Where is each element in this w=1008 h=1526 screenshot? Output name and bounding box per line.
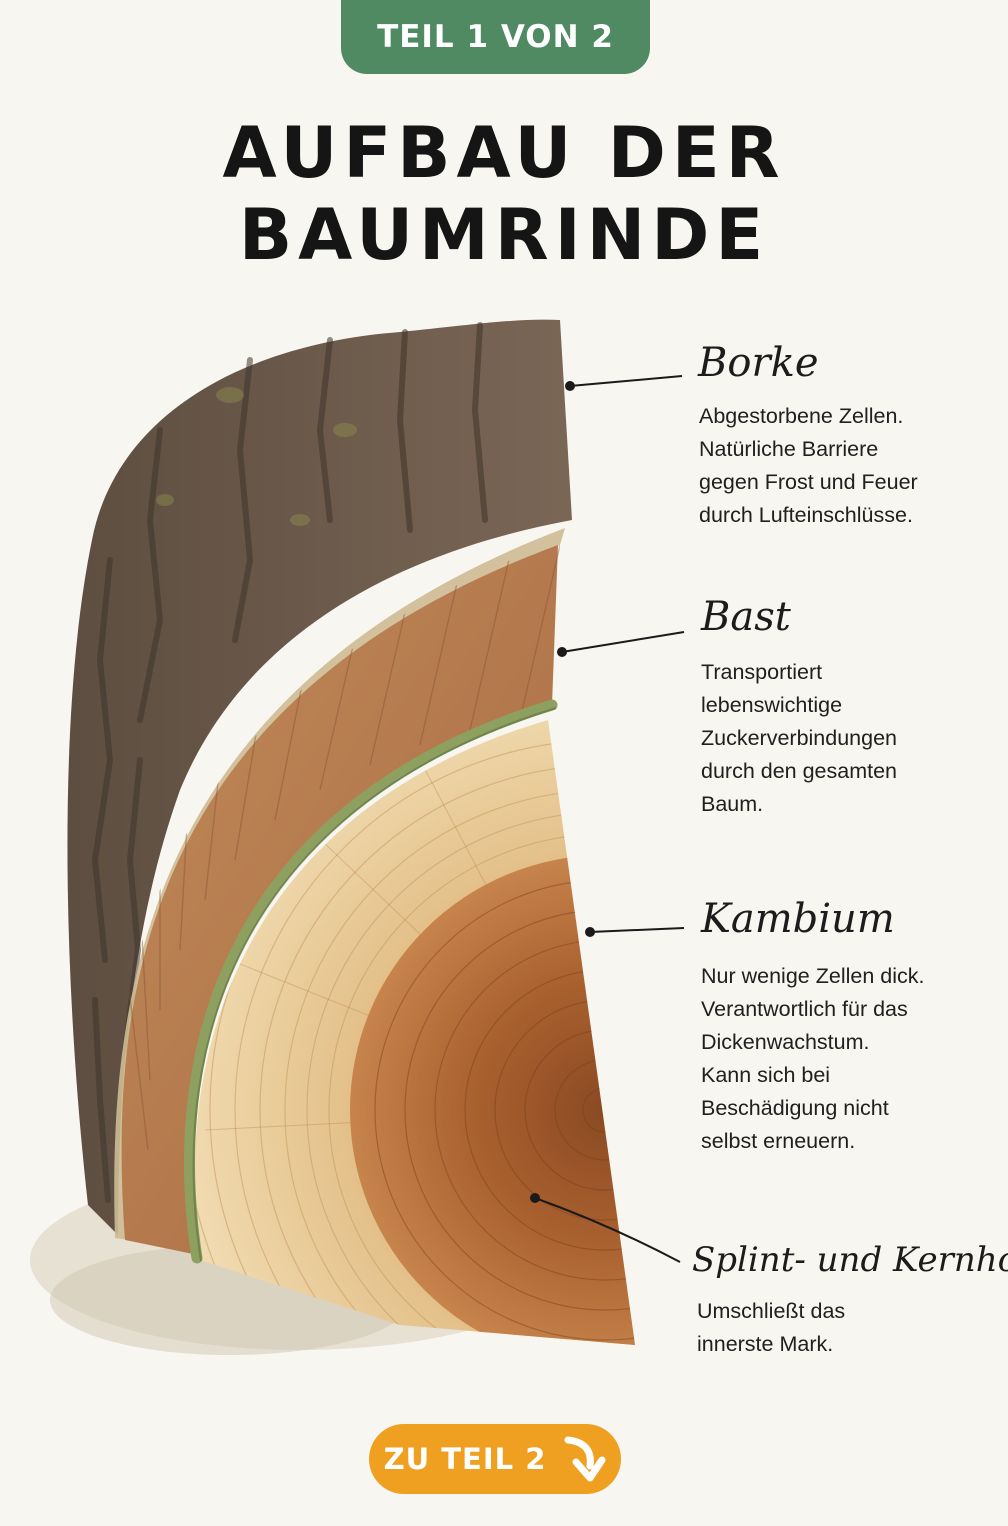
desc-bast-line: Transportiert (701, 660, 823, 684)
desc-bast-line: Baum. (701, 792, 764, 816)
desc-kambium-line: Dickenwachstum. (701, 1030, 870, 1054)
desc-bast-line: Zuckerverbindungen (701, 726, 898, 750)
desc-splint-kernholz-line: Umschließt das (697, 1299, 846, 1323)
cambium-layer (184, 699, 558, 1264)
label-borke: Borke (698, 340, 819, 386)
desc-kambium-line: Beschädigung nicht (701, 1096, 889, 1120)
desc-splint-kernholz: Umschließt das innerste Mark. (697, 1295, 845, 1361)
next-part-label: ZU TEIL 2 (383, 1442, 547, 1476)
desc-bast-line: durch den gesamten (701, 759, 898, 783)
desc-borke: Abgestorbene Zellen. Natürliche Barriere… (699, 400, 918, 532)
label-splint-kernholz: Splint- und Kernholz (692, 1240, 1008, 1280)
bark-moss (156, 387, 357, 526)
desc-borke-line: Natürliche Barriere (699, 437, 879, 461)
page-title: AUFBAU DER BAUMRINDE (0, 112, 1008, 276)
label-bast: Bast (701, 594, 791, 640)
bast-layer (121, 545, 558, 1255)
desc-borke-line: Abgestorbene Zellen. (699, 404, 904, 428)
desc-borke-line: gegen Frost und Feuer (699, 470, 918, 494)
desc-kambium-line: Kann sich bei (701, 1063, 831, 1087)
title-line-1: AUFBAU DER (222, 112, 786, 194)
desc-bast-line: lebenswichtige (701, 693, 843, 717)
part-badge: TEIL 1 VON 2 (341, 0, 650, 74)
label-kambium: Kambium (701, 896, 895, 942)
desc-kambium-line: Nur wenige Zellen dick. (701, 964, 925, 988)
next-part-button[interactable]: ZU TEIL 2 (369, 1424, 621, 1494)
bark-texture (91, 322, 488, 1203)
title-line-2: BAUMRINDE (238, 194, 770, 276)
desc-borke-line: durch Lufteinschlüsse. (699, 503, 913, 527)
desc-bast: Transportiert lebenswichtige Zuckerverbi… (701, 656, 897, 821)
leader-lines (534, 375, 685, 1263)
desc-kambium-line: Verantwortlich für das (701, 997, 908, 1021)
desc-kambium: Nur wenige Zellen dick. Verantwortlich f… (701, 960, 924, 1158)
arrow-down-right-icon (564, 1436, 606, 1482)
desc-kambium-line: selbst erneuern. (701, 1129, 856, 1153)
bark-layer (67, 319, 572, 1235)
desc-splint-kernholz-line: innerste Mark. (697, 1332, 834, 1356)
